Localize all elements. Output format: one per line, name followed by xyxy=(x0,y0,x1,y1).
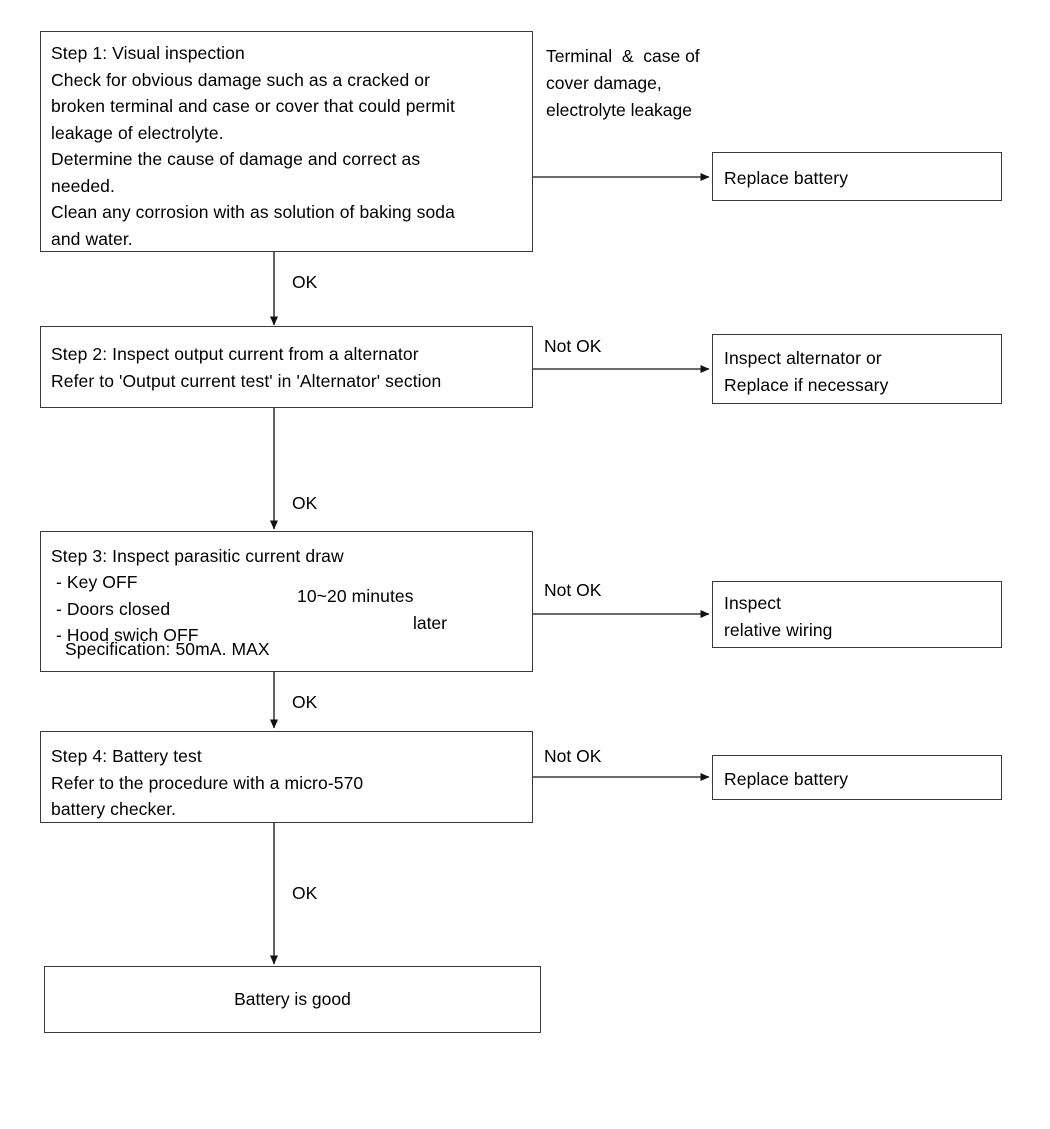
step1-box[interactable] xyxy=(40,31,533,252)
step4-box[interactable] xyxy=(40,731,533,823)
step3-title-text: Step 3: Inspect parasitic current draw xyxy=(51,546,344,566)
step4-text: Step 4: Battery test Refer to the proced… xyxy=(51,746,364,819)
replace-battery-box-2[interactable] xyxy=(712,755,1002,800)
battery-is-good-box[interactable] xyxy=(44,966,541,1033)
replace-battery-text-1: Replace battery xyxy=(724,168,849,188)
inspect-relative-wiring-text: Inspect relative wiring xyxy=(724,593,833,640)
step3-specification-text: Specification: 50mA. MAX xyxy=(65,639,270,659)
step2-ok-label: OK xyxy=(292,493,318,513)
step3-timing-line1: 10~20 minutes xyxy=(297,586,414,606)
step3-bullets-text: - Key OFF - Doors closed - Hood swich OF… xyxy=(55,572,199,645)
battery-is-good-text: Battery is good xyxy=(234,989,351,1009)
step3-timing-line2: later xyxy=(412,613,447,633)
step1-text: Step 1: Visual inspection Check for obvi… xyxy=(51,43,455,249)
step3-ok-label: OK xyxy=(292,692,318,712)
step2-text: Step 2: Inspect output current from a al… xyxy=(51,344,442,391)
step1-failure-condition-label: Terminal & case of cover damage, electro… xyxy=(546,46,700,120)
step2-box[interactable] xyxy=(40,326,533,408)
inspect-relative-wiring-box[interactable] xyxy=(712,581,1002,648)
step3-box[interactable] xyxy=(40,531,533,672)
step3-notok-label: Not OK xyxy=(544,580,602,600)
step2-notok-label: Not OK xyxy=(544,336,602,356)
step4-ok-label: OK xyxy=(292,883,318,903)
step1-ok-label: OK xyxy=(292,272,318,292)
inspect-alternator-text: Inspect alternator or Replace if necessa… xyxy=(724,348,889,395)
replace-battery-text-2: Replace battery xyxy=(724,769,849,789)
step4-notok-label: Not OK xyxy=(544,746,602,766)
inspect-alternator-box[interactable] xyxy=(712,334,1002,404)
replace-battery-box-1[interactable] xyxy=(712,152,1002,201)
